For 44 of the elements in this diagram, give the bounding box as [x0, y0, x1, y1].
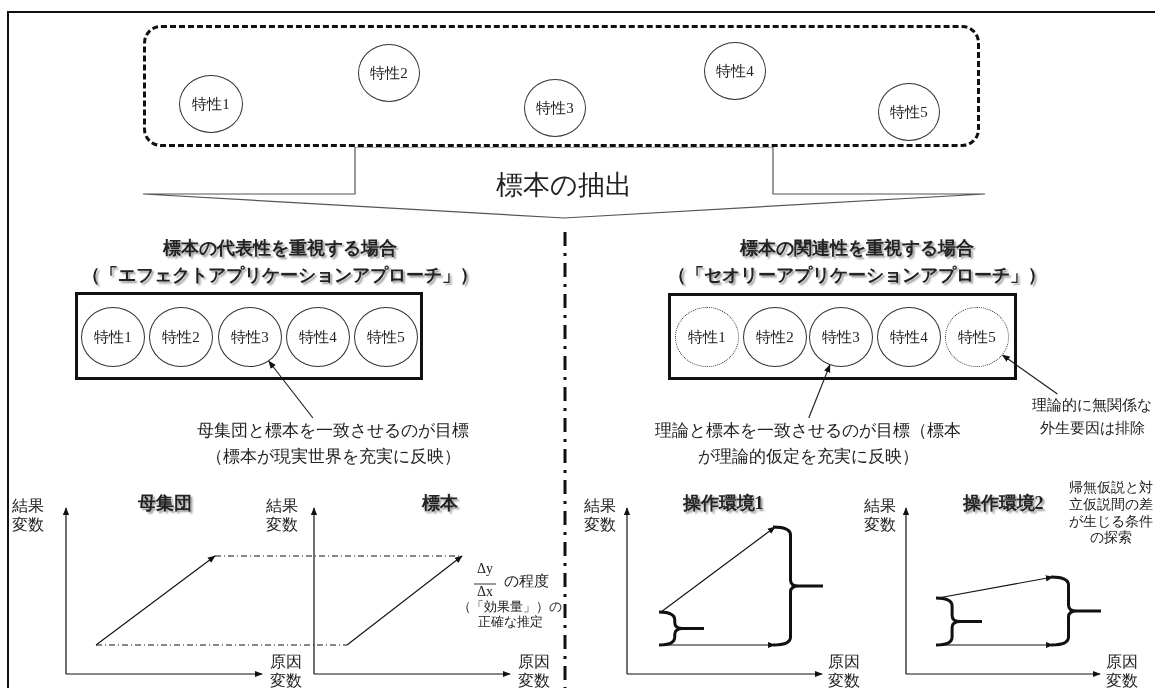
circle: 特性5 — [945, 307, 1009, 367]
dashed-box — [143, 25, 980, 147]
circle: 特性5 — [354, 307, 418, 367]
circle: 特性1 — [179, 75, 243, 133]
section-heading: （「セオリーアプリケーションアプローチ」） — [667, 264, 1047, 287]
annotation-text: （「効果量」）の正確な推定 — [458, 600, 562, 630]
circle: 特性1 — [675, 307, 739, 367]
circle: 特性3 — [809, 307, 873, 367]
leader-arrow — [808, 364, 831, 419]
annotation-text: 理論と標本を一致させるのが目標（標本が理論的仮定を充実に反映） — [655, 418, 961, 474]
circle: 特性5 — [878, 83, 940, 141]
circle: 特性3 — [524, 79, 586, 137]
circle: 特性1 — [81, 307, 145, 367]
chevron-arrow: 標本の抽出 — [143, 147, 985, 219]
circle: 特性2 — [149, 307, 213, 367]
circle: 特性2 — [358, 44, 420, 102]
circle: 特性4 — [704, 42, 766, 100]
chart-title: 操作環境1 — [681, 493, 765, 515]
circle: 特性3 — [218, 307, 282, 367]
annotation-text: 理論的に無関係な外生要因は排除 — [1030, 394, 1154, 444]
fraction-text: Δy — [476, 562, 494, 576]
annotation-text: の程度 — [502, 572, 550, 590]
axis-label: 原因変数 — [827, 652, 861, 688]
circle: 特性4 — [286, 307, 350, 367]
chart-title: 操作環境2 — [961, 493, 1045, 515]
annotation-text: 母集団と標本を一致させるのが目標（標本が現実世界を充実に反映） — [188, 418, 478, 474]
leader-arrow — [268, 360, 314, 419]
axis-label: 原因変数 — [1105, 652, 1139, 688]
axis-label: 結果変数 — [265, 496, 299, 535]
fraction-text: Δx — [476, 585, 494, 599]
axis-label: 結果変数 — [583, 496, 617, 535]
section-heading: 標本の代表性を重視する場合 — [161, 237, 398, 260]
axis-label: 結果変数 — [863, 496, 897, 535]
axis-label: 原因変数 — [517, 652, 551, 688]
circle: 特性2 — [743, 307, 807, 367]
leader-arrow — [1001, 354, 1058, 395]
axis-label: 結果変数 — [11, 496, 45, 535]
annotation-text: 帰無仮説と対立仮説間の差が生じる条件の探索 — [1068, 480, 1154, 548]
axis-label: 原因変数 — [269, 652, 303, 688]
circle: 特性4 — [877, 307, 941, 367]
section-heading: （「エフェクトアプリケーションアプローチ」） — [81, 264, 479, 287]
chart-title: 標本 — [420, 493, 459, 515]
section-heading: 標本の関連性を重視する場合 — [738, 237, 975, 260]
chart-title: 母集団 — [137, 493, 193, 515]
